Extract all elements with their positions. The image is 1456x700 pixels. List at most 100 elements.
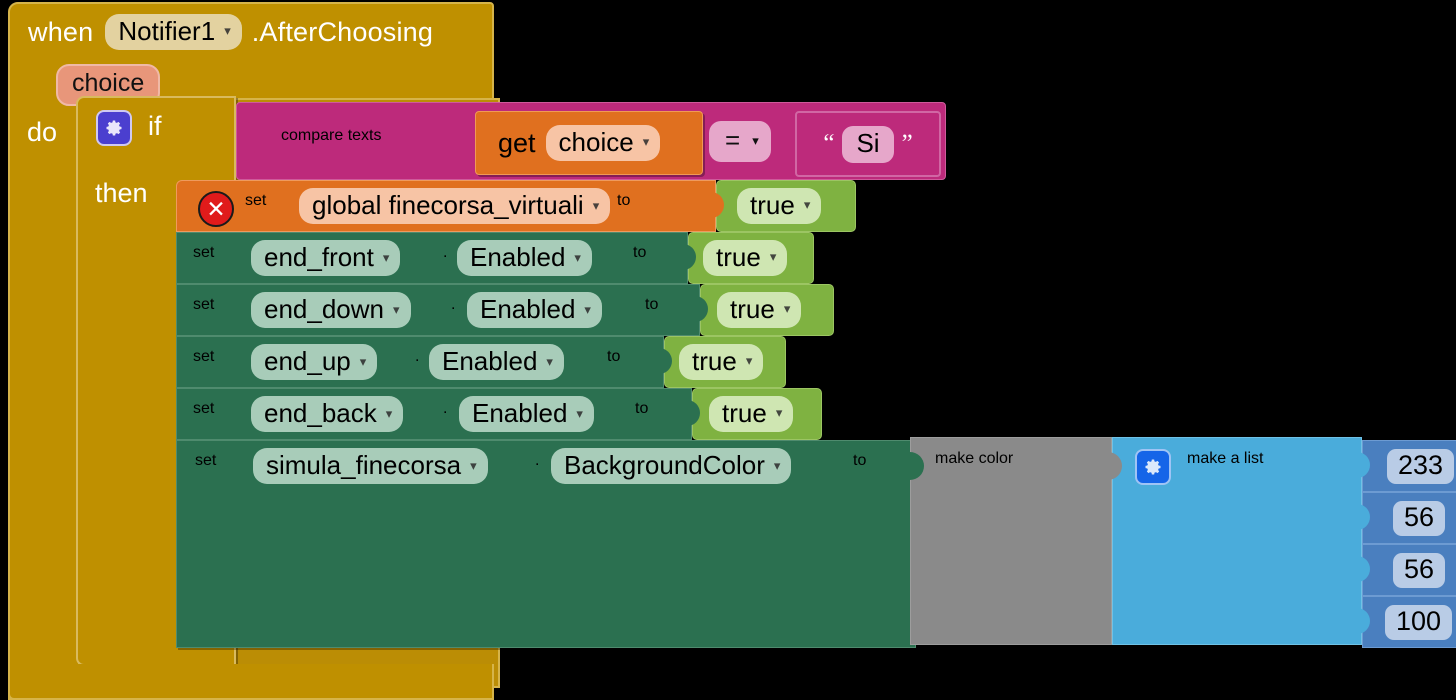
number-block[interactable]: 233	[1362, 440, 1456, 492]
logic-value-dropdown[interactable]: true ▾	[737, 187, 822, 225]
component-dropdown[interactable]: end_up ▾	[251, 344, 378, 381]
chevron-down-icon: ▾	[775, 405, 783, 421]
get-variable-block[interactable]: get choice ▾	[475, 111, 703, 175]
dot-separator: .	[443, 400, 448, 417]
chevron-down-icon: ▾	[470, 457, 477, 473]
list-item-socket	[1354, 504, 1370, 530]
gear-icon[interactable]	[1135, 449, 1171, 485]
logic-true-block[interactable]: true ▾	[664, 336, 786, 388]
property-label: Enabled	[442, 346, 538, 376]
to-label: to	[633, 244, 647, 261]
component-label: simula_finecorsa	[266, 450, 462, 480]
value-socket	[686, 400, 700, 426]
logic-value-dropdown[interactable]: true ▾	[703, 239, 788, 277]
variable-dropdown-label: choice	[558, 126, 634, 157]
compare-texts-block[interactable]: compare texts get choice ▾ = ▾ “ Si ”	[236, 102, 946, 180]
set-background-color-block[interactable]: set simula_finecorsa ▾ . BackgroundColor…	[176, 440, 916, 648]
set-label: set	[193, 244, 215, 261]
property-label: BackgroundColor	[564, 450, 765, 480]
property-dropdown[interactable]: Enabled ▾	[429, 344, 564, 381]
component-label: end_front	[264, 242, 374, 272]
compare-texts-label: compare texts	[281, 127, 382, 144]
logic-value-label: true	[692, 345, 737, 376]
logic-true-block[interactable]: true ▾	[688, 232, 814, 284]
number-block[interactable]: 56	[1362, 492, 1456, 544]
set-component-property-block[interactable]: set end_up ▾ . Enabled ▾ to	[176, 336, 664, 388]
make-a-list-label: make a list	[1187, 450, 1264, 467]
component-label: end_up	[264, 346, 351, 376]
open-quote: “	[823, 130, 835, 157]
chevron-down-icon: ▾	[574, 249, 581, 265]
property-dropdown[interactable]: Enabled ▾	[457, 240, 592, 277]
value-socket	[710, 192, 724, 218]
set-label: set	[193, 400, 215, 417]
set-label: set	[193, 348, 215, 365]
then-label: then	[95, 178, 148, 208]
component-dropdown-notifier1[interactable]: Notifier1 ▾	[105, 13, 242, 51]
comparison-operator-label: =	[725, 125, 741, 155]
number-block[interactable]: 100	[1362, 596, 1456, 648]
text-string-input[interactable]: Si	[842, 125, 894, 163]
property-dropdown[interactable]: Enabled ▾	[467, 292, 602, 329]
to-label: to	[645, 296, 659, 313]
comparison-operator-dropdown[interactable]: = ▾	[709, 121, 771, 162]
set-label: set	[193, 296, 215, 313]
list-item-socket	[1354, 452, 1370, 478]
set-component-property-block[interactable]: set end_front ▾ . Enabled ▾ to	[176, 232, 688, 284]
logic-value-label: true	[730, 293, 775, 324]
component-dropdown[interactable]: simula_finecorsa ▾	[253, 448, 488, 485]
global-variable-dropdown[interactable]: global finecorsa_virtuali ▾	[299, 188, 611, 225]
logic-true-block[interactable]: true ▾	[700, 284, 834, 336]
value-socket	[694, 296, 708, 322]
component-dropdown[interactable]: end_down ▾	[251, 292, 411, 329]
number-input[interactable]: 233	[1387, 448, 1455, 484]
property-dropdown[interactable]: BackgroundColor ▾	[551, 448, 792, 485]
number-input[interactable]: 100	[1385, 604, 1453, 640]
chevron-down-icon: ▾	[382, 249, 390, 265]
make-color-block[interactable]: make color	[910, 437, 1112, 645]
number-input[interactable]: 56	[1393, 500, 1446, 536]
set-label: set	[245, 192, 267, 209]
error-x-icon[interactable]: ✕	[198, 191, 234, 227]
number-block[interactable]: 56	[1362, 544, 1456, 596]
property-label: Enabled	[472, 398, 568, 428]
global-variable-label: global finecorsa_virtuali	[312, 190, 584, 220]
dot-separator: .	[451, 296, 456, 313]
logic-value-dropdown[interactable]: true ▾	[709, 395, 794, 433]
component-dropdown[interactable]: end_front ▾	[251, 240, 401, 277]
component-dropdown[interactable]: end_back ▾	[251, 396, 404, 433]
number-input[interactable]: 56	[1393, 552, 1446, 588]
chevron-down-icon: ▾	[783, 301, 791, 317]
logic-true-block[interactable]: true ▾	[692, 388, 822, 440]
logic-value-label: true	[750, 189, 795, 220]
logic-value-dropdown[interactable]: true ▾	[717, 291, 802, 329]
make-a-list-plug	[1106, 452, 1122, 480]
value-socket	[658, 348, 672, 374]
property-dropdown[interactable]: Enabled ▾	[459, 396, 594, 433]
chevron-down-icon: ▾	[584, 301, 591, 317]
close-quote: ”	[901, 130, 913, 157]
set-label: set	[195, 452, 217, 469]
chevron-down-icon: ▾	[546, 353, 553, 369]
chevron-down-icon: ▾	[592, 197, 600, 213]
logic-value-dropdown[interactable]: true ▾	[679, 343, 764, 381]
variable-dropdown-choice[interactable]: choice ▾	[545, 124, 661, 162]
text-string-block[interactable]: “ Si ”	[795, 111, 941, 177]
condition-plug	[241, 121, 255, 161]
when-block-foot	[8, 664, 494, 700]
make-color-label: make color	[935, 450, 1014, 467]
list-item-socket	[1354, 556, 1370, 582]
set-component-property-block[interactable]: set end_down ▾ . Enabled ▾ to	[176, 284, 700, 336]
logic-true-block[interactable]: true ▾	[716, 180, 856, 232]
to-label: to	[635, 400, 649, 417]
dot-separator: .	[415, 348, 420, 365]
chevron-down-icon: ▾	[385, 405, 393, 421]
set-component-property-block[interactable]: set end_back ▾ . Enabled ▾ to	[176, 388, 692, 440]
chevron-down-icon: ▾	[359, 353, 367, 369]
set-global-variable-block[interactable]: ✕ set global finecorsa_virtuali ▾ to	[176, 180, 716, 232]
make-a-list-block[interactable]: make a list	[1112, 437, 1362, 645]
property-label: Enabled	[480, 294, 576, 324]
gear-icon[interactable]	[96, 110, 132, 146]
chevron-down-icon: ▾	[745, 353, 753, 369]
